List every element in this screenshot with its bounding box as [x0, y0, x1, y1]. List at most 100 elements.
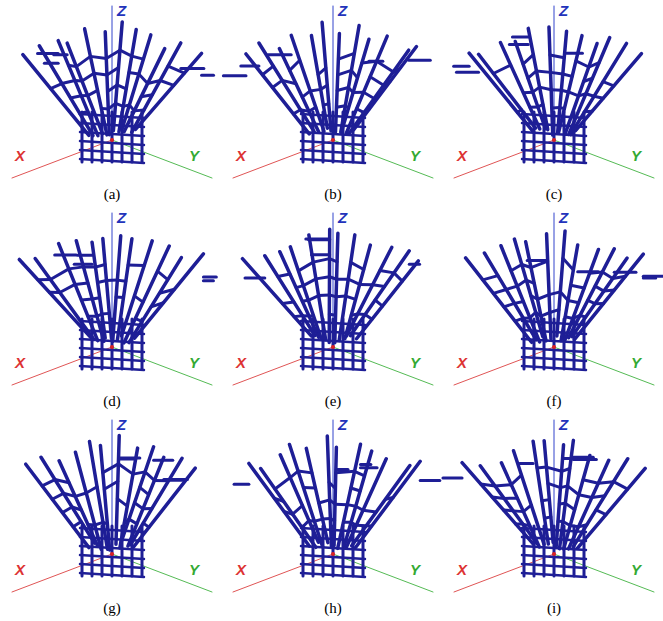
structure-rung [337, 87, 348, 90]
structure-stub [454, 65, 470, 68]
structure-rung [60, 284, 75, 292]
structure-rung [351, 488, 360, 491]
structure-stub [202, 74, 214, 77]
base-bar [342, 319, 345, 369]
axis-label: Y [409, 355, 421, 370]
structure-rung [308, 296, 318, 301]
axis-label: X [235, 562, 247, 577]
structure-rung [338, 53, 354, 59]
origin-dot [110, 345, 114, 349]
structure-rung [86, 487, 97, 493]
axis-label: X [456, 148, 468, 163]
structure-rung [117, 499, 127, 506]
structure-rung [75, 493, 86, 496]
structure-rung [542, 500, 549, 501]
base-bar [522, 159, 586, 163]
structure-rung [355, 471, 365, 475]
structure-rod [75, 452, 101, 549]
structure-rung [595, 286, 604, 291]
structure-rung [103, 464, 119, 473]
base-bar [80, 537, 144, 541]
structure-rung [351, 70, 357, 77]
base-bar [522, 564, 586, 568]
base-bar [522, 150, 586, 154]
structure-rung [72, 507, 81, 510]
structure-rung [120, 50, 132, 56]
axis-label: Y [188, 562, 200, 577]
structure-rod [479, 54, 536, 128]
structure-rung [282, 302, 294, 303]
structure-rung [309, 314, 314, 317]
structure-rod [327, 229, 331, 342]
subfigure-caption: (i) [546, 601, 562, 616]
base-bar [522, 132, 586, 136]
base-bar [522, 114, 586, 118]
structure-rung [313, 259, 329, 262]
structure-rung [568, 301, 579, 303]
structure-rung [338, 70, 352, 74]
base-bar [301, 150, 365, 154]
axis-label: Z [558, 210, 569, 225]
structure-rung [375, 300, 382, 306]
base-bar [80, 339, 144, 343]
structure-rung [319, 500, 330, 503]
base-bar [301, 330, 365, 334]
structure-rung [560, 106, 565, 110]
structure-rung [493, 65, 510, 73]
base-bar [301, 546, 365, 550]
structure-rung [302, 91, 310, 97]
base-bar [80, 357, 144, 361]
structure-rung [141, 95, 152, 97]
origin-dot [552, 552, 556, 556]
structure-rung [550, 55, 564, 58]
structure-rod [357, 261, 419, 339]
structure-rod [349, 50, 409, 133]
y-axis [112, 554, 212, 592]
structure-stub [409, 59, 431, 62]
structure-rung [90, 56, 106, 58]
subfigure-caption: (h) [323, 601, 343, 616]
structure-rung [275, 478, 290, 489]
structure-rung [598, 482, 613, 484]
structure-rung [316, 277, 330, 279]
structure-rung [55, 480, 69, 483]
base-bar [522, 366, 586, 370]
base-bar [301, 366, 365, 370]
structure-rung [140, 487, 149, 494]
structure-rod [356, 461, 421, 547]
subfigure-caption: (b) [323, 187, 343, 202]
y-axis [333, 140, 433, 178]
structure-rung [274, 498, 284, 501]
structure-rung [145, 472, 154, 481]
structure-rung [592, 496, 605, 498]
structure-rung [75, 283, 88, 284]
structure-rung [540, 87, 552, 90]
structure-rung [548, 483, 561, 487]
base-bar [80, 150, 144, 154]
structure-rung [298, 471, 312, 473]
structure-rung [318, 68, 326, 75]
base-bar [81, 319, 84, 369]
base-bar [301, 132, 365, 136]
structure-stub [78, 254, 92, 257]
structure-stub [223, 74, 246, 77]
structure-rung [345, 106, 348, 108]
structure-stub [420, 479, 440, 482]
structure-rod [259, 43, 314, 132]
structure-rung [373, 285, 385, 287]
origin-dot [331, 345, 335, 349]
structure-rung [380, 271, 394, 273]
structure-rod [350, 251, 409, 336]
structure-stub [509, 43, 528, 46]
structure-rung [560, 292, 568, 301]
structure-rung [290, 60, 300, 70]
structure-rung [481, 484, 495, 486]
structure-rung [329, 482, 335, 488]
structure-rung [298, 262, 313, 271]
structure-rung [613, 276, 626, 278]
structure-rod [571, 43, 627, 134]
base-bar [322, 112, 325, 162]
structure-rung [335, 503, 347, 506]
base-bar [301, 159, 365, 163]
origin-dot [331, 552, 335, 556]
